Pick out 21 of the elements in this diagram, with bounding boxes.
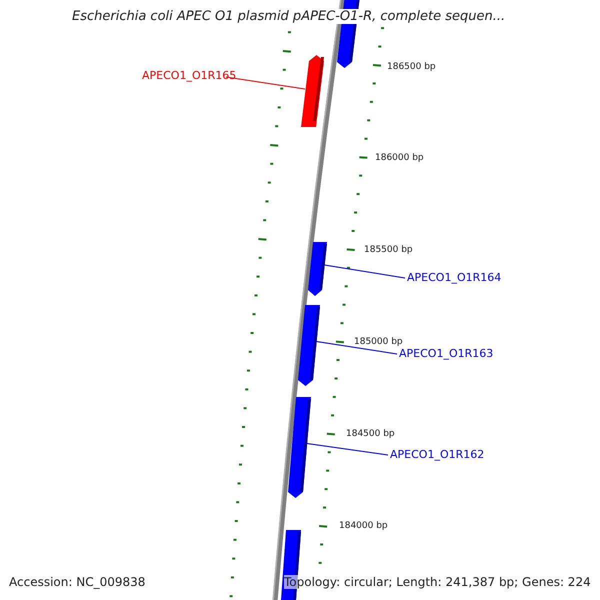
leader-line: [316, 341, 398, 354]
gene-feature: [288, 397, 311, 498]
position-label: 185000 bp: [354, 337, 403, 347]
leader-line: [226, 76, 306, 90]
gene-label: APECO1_O1R165: [142, 69, 236, 82]
gene-feature: [308, 242, 327, 296]
leader-line: [306, 443, 388, 456]
info-text: Accession: NC_009838: [9, 575, 146, 589]
position-label: 185500 bp: [364, 245, 413, 255]
info-text: Topology: circular; Length: 241,387 bp; Genes: 224: [284, 575, 591, 589]
gene-feature: [298, 305, 320, 386]
leader-line: [324, 264, 406, 278]
gene-label: APECO1_O1R162: [390, 448, 484, 461]
position-label: 184500 bp: [346, 429, 395, 439]
gene-label: APECO1_O1R164: [407, 271, 502, 284]
gene-label: APECO1_O1R163: [399, 347, 494, 360]
chart-title: Escherichia coli APEC O1 plasmid pAPEC-O1-R, complete sequen...: [72, 9, 506, 24]
position-label: 186500 bp: [387, 62, 436, 72]
gene-feature: [301, 55, 324, 127]
position-label: 184000 bp: [339, 521, 388, 531]
position-label: 186000 bp: [375, 153, 424, 163]
